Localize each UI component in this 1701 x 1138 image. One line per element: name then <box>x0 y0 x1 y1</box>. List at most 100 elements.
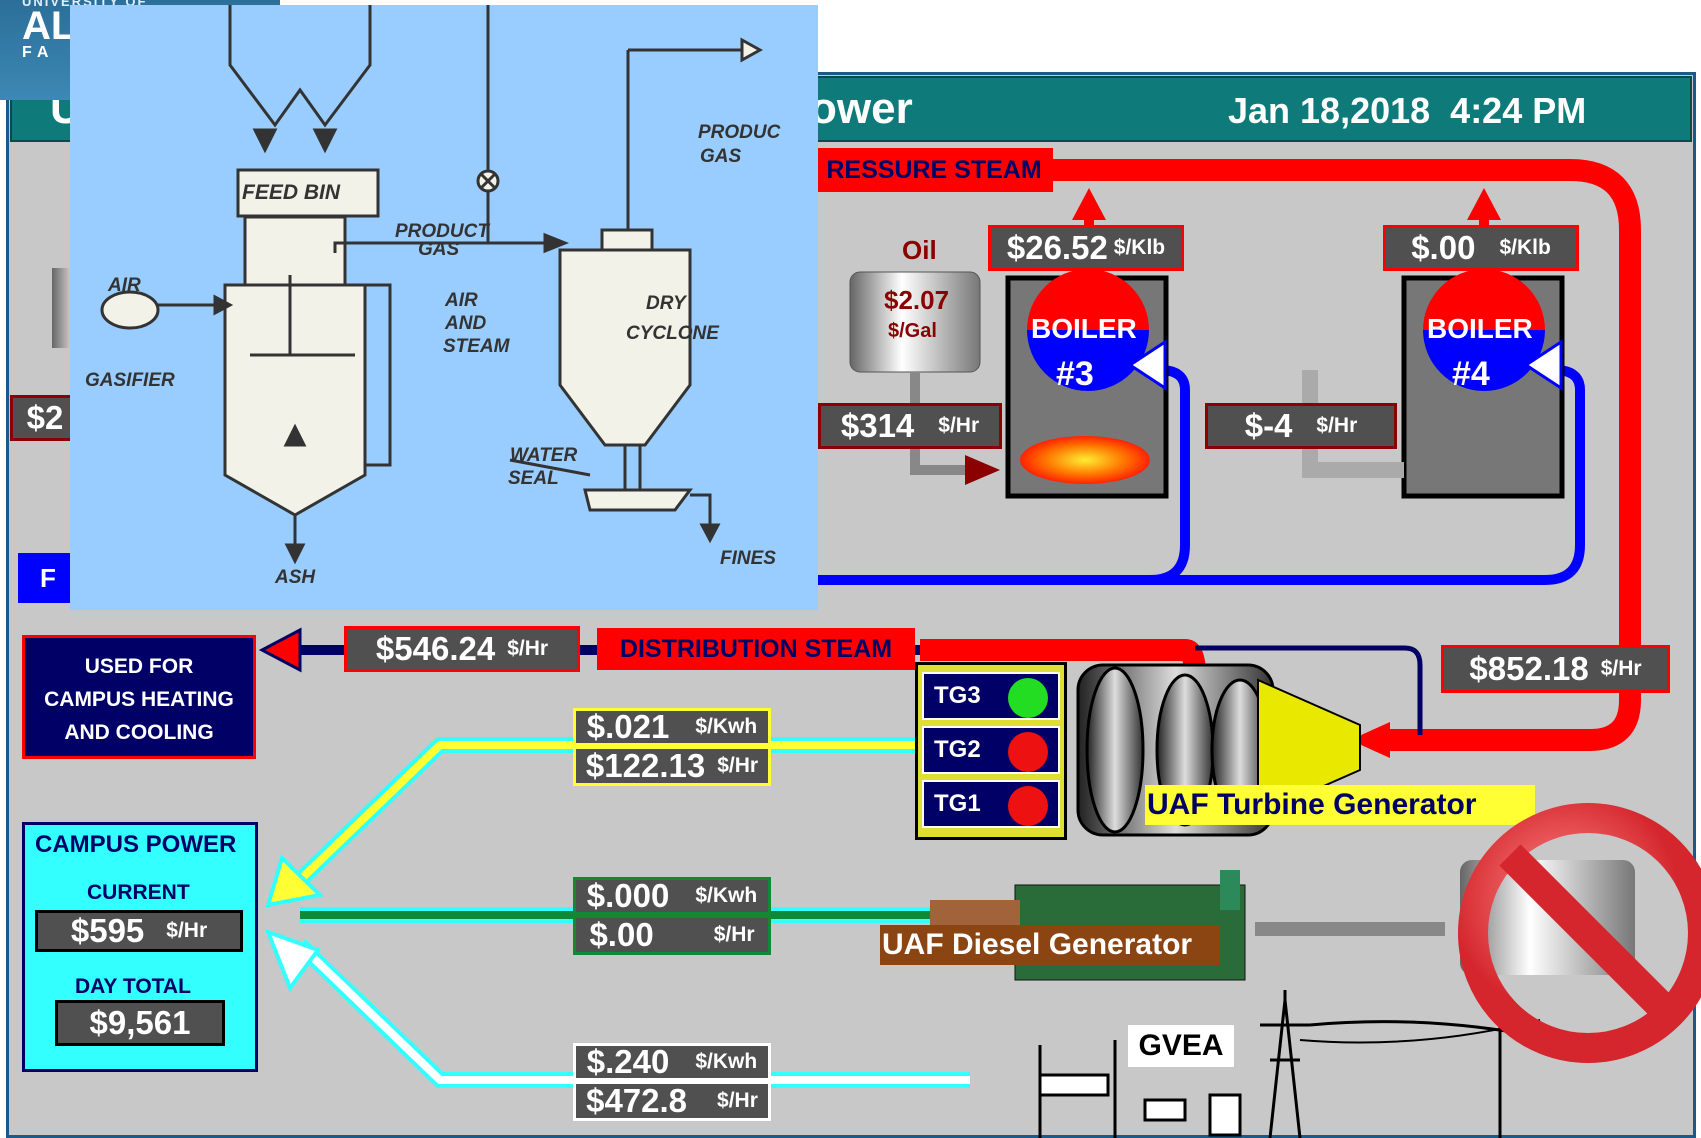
tg2-status[interactable]: TG2 <box>922 726 1060 774</box>
current-value: $595 <box>71 912 144 950</box>
boiler4-cost-unit: $/Klb <box>1499 236 1550 260</box>
current-rate: $595 $/Hr <box>35 910 243 952</box>
tg3-status[interactable]: TG3 <box>922 672 1060 720</box>
turbine-label: UAF Turbine Generator <box>1147 788 1476 822</box>
air-steam-label-3: STEAM <box>443 336 510 358</box>
oil-price-unit: $/Gal <box>888 320 937 343</box>
feed-bin-label: FEED BIN <box>242 181 340 205</box>
boiler4-number: #4 <box>1452 355 1490 394</box>
diesel-kwh-rate: $.000 $/Kwh <box>573 877 771 915</box>
oil-feed-arrow <box>965 455 1000 485</box>
tg1-status[interactable]: TG1 <box>922 780 1060 828</box>
turbine-section-1 <box>1087 668 1143 832</box>
tg3-label: TG3 <box>934 682 981 710</box>
water-seal-label-2: SEAL <box>508 468 559 490</box>
distribution-arrow <box>262 630 300 670</box>
turbine-kwh-value: $.021 <box>587 708 670 746</box>
gvea-label-text: GVEA <box>1138 1029 1223 1063</box>
boiler3-name: BOILER <box>1031 313 1137 345</box>
left-partial-rate-value: $2 <box>27 399 64 437</box>
gasifier-label: GASIFIER <box>85 370 175 392</box>
distribution-rate: $546.24 $/Hr <box>344 626 580 672</box>
gvea-hr-rate: $472.8 $/Hr <box>573 1081 771 1121</box>
current-unit: $/Hr <box>166 919 207 943</box>
high-pressure-steam-text: RESSURE STEAM <box>826 156 1041 185</box>
gvea-kwh-rate: $.240 $/Kwh <box>573 1043 771 1081</box>
campus-power-title: CAMPUS POWER <box>35 831 236 859</box>
boiler4-steam-cost: $.00 $/Klb <box>1383 225 1579 271</box>
tg2-indicator <box>1008 732 1048 772</box>
current-label: CURRENT <box>87 881 190 905</box>
oil-label: Oil <box>902 235 937 266</box>
boiler3-rate-value: $314 <box>841 407 914 445</box>
high-pressure-steam-label: RESSURE STEAM <box>815 148 1053 192</box>
product-gas-out-label-2: GAS <box>700 146 741 168</box>
gvea-kwh-value: $.240 <box>587 1043 670 1081</box>
air-steam-label-2: AND <box>445 313 486 335</box>
gvea-kwh-unit: $/Kwh <box>695 1050 757 1074</box>
day-total-display: $9,561 <box>55 1000 225 1046</box>
tg3-indicator <box>1008 678 1048 718</box>
boiler3-flame <box>1020 436 1150 484</box>
heating-line-2: CAMPUS HEATING <box>25 683 253 716</box>
dry-cyclone-label-2: CYCLONE <box>626 323 719 345</box>
campus-heating-box: USED FOR CAMPUS HEATING AND COOLING <box>22 635 256 759</box>
product-gas-out-label-1: PRODUC <box>698 122 780 144</box>
air-steam-label-1: AIR <box>445 290 478 312</box>
steam-to-turbine-rate: $852.18 $/Hr <box>1441 645 1670 693</box>
distribution-rate-unit: $/Hr <box>507 637 548 661</box>
turbine-hr-value: $122.13 <box>586 747 705 785</box>
boiler4-name: BOILER <box>1427 313 1533 345</box>
boiler3-up-arrow <box>1072 188 1106 220</box>
steam-to-turbine-unit: $/Hr <box>1601 657 1642 681</box>
diesel-hr-rate: $.00 $/Hr <box>573 915 771 955</box>
tg2-label: TG2 <box>934 736 981 764</box>
boiler4-rate: $-4 $/Hr <box>1205 403 1397 449</box>
distribution-rate-value: $546.24 <box>376 630 495 668</box>
boiler4-rate-value: $-4 <box>1245 407 1293 445</box>
product-gas-label-2: GAS <box>418 239 459 261</box>
turbine-hr-rate: $122.13 $/Hr <box>573 746 771 786</box>
diesel-kwh-value: $.000 <box>587 877 670 915</box>
gvea-label: GVEA <box>1128 1025 1234 1067</box>
gvea-power-arrow <box>268 932 318 988</box>
boiler3-steam-cost: $26.52 $/Klb <box>988 225 1184 271</box>
gvea-substation-icon <box>1040 990 1530 1138</box>
heating-line-1: USED FOR <box>25 650 253 683</box>
dry-cyclone-label-1: DRY <box>646 293 686 315</box>
fines-label: FINES <box>720 548 776 570</box>
tg1-label: TG1 <box>934 790 981 818</box>
steam-to-turbine-value: $852.18 <box>1469 650 1588 688</box>
ash-label: ASH <box>275 567 315 589</box>
diesel-label: UAF Diesel Generator <box>882 928 1192 962</box>
oil-price: $2.07 <box>884 285 949 316</box>
boiler4-up-arrow <box>1467 188 1501 220</box>
water-seal-label-1: WATER <box>510 445 577 467</box>
campus-power-panel: CAMPUS POWER CURRENT $595 $/Hr DAY TOTAL… <box>22 822 258 1072</box>
left-partial-button-label: F <box>40 563 56 594</box>
day-total-label: DAY TOTAL <box>75 975 191 999</box>
boiler3-rate-unit: $/Hr <box>938 414 979 438</box>
boiler4-cost-value: $.00 <box>1411 229 1475 267</box>
boiler3-number: #3 <box>1056 355 1094 394</box>
distribution-steam-text: DISTRIBUTION STEAM <box>620 635 892 664</box>
boiler3-rate: $314 $/Hr <box>818 403 1002 449</box>
boiler3-cost-unit: $/Klb <box>1114 236 1165 260</box>
turbine-kwh-unit: $/Kwh <box>695 715 757 739</box>
diesel-radiator <box>1220 870 1240 910</box>
gvea-hr-value: $472.8 <box>586 1082 687 1120</box>
left-partial-button[interactable]: F <box>18 553 78 603</box>
diesel-exhaust-line <box>1255 922 1445 936</box>
turbine-hr-unit: $/Hr <box>717 754 758 778</box>
day-total-value: $9,561 <box>90 1004 191 1042</box>
gvea-hr-unit: $/Hr <box>717 1089 758 1113</box>
tg1-indicator <box>1008 786 1048 826</box>
boiler3-cost-value: $26.52 <box>1007 229 1108 267</box>
air-label: AIR <box>108 275 141 297</box>
heating-line-3: AND COOLING <box>25 716 253 749</box>
distribution-steam-label: DISTRIBUTION STEAM <box>597 628 915 670</box>
boiler4-rate-unit: $/Hr <box>1316 414 1357 438</box>
gasifier-diagram-drawing <box>70 5 818 610</box>
turbine-kwh-rate: $.021 $/Kwh <box>573 708 771 746</box>
diesel-kwh-unit: $/Kwh <box>695 884 757 908</box>
